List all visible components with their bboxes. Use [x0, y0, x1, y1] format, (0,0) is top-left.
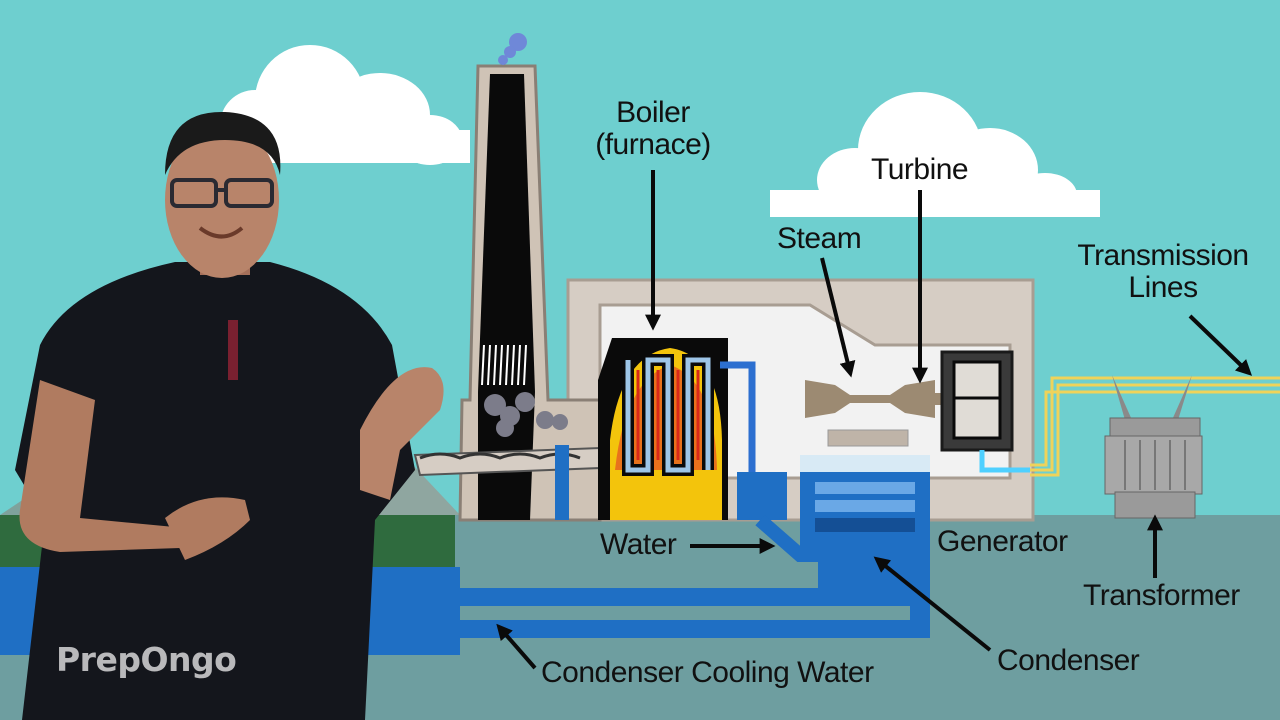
transformer-label: Transformer — [1083, 579, 1240, 612]
chimney-smoke — [498, 33, 527, 65]
generator-label: Generator — [937, 525, 1068, 558]
turbine — [805, 380, 946, 418]
transmission-lines-label: Transmission Lines — [1075, 240, 1251, 304]
turbine-housing — [827, 429, 909, 447]
arrow-steam — [820, 257, 856, 378]
boiler-label-line1: Boiler — [616, 96, 690, 129]
boiler-label-line2: (furnace) — [595, 128, 711, 161]
condenser-label: Condenser — [997, 644, 1140, 677]
condenser-tube — [815, 518, 915, 532]
transmission-lines — [1030, 376, 1280, 477]
condenser-cooling-water-label: Condenser Cooling Water — [541, 656, 874, 689]
generator-output — [979, 450, 1030, 473]
arrow-transmission — [1188, 314, 1253, 376]
ash-lines — [481, 344, 527, 386]
condenser-tube — [815, 500, 915, 512]
condenser-tube — [815, 482, 915, 494]
steam-label: Steam — [777, 222, 862, 255]
smoke-puffs — [484, 392, 568, 437]
presenter — [15, 111, 444, 720]
boiler-tubes-inner — [625, 357, 711, 473]
boiler-label: Boiler (furnace) — [590, 97, 716, 161]
boiler-red-lines — [636, 370, 700, 460]
generator-core — [952, 360, 1002, 440]
label-arrows — [496, 170, 1253, 670]
cloud-right — [770, 92, 1100, 217]
arrow-cooling-water — [496, 623, 537, 670]
arrow-condenser — [873, 556, 992, 652]
water-label: Water — [600, 528, 677, 561]
condenser-steam — [800, 455, 930, 475]
water-tank — [737, 472, 787, 520]
coal-feed-pipe — [555, 445, 569, 520]
coal-pile — [419, 452, 581, 460]
transformer — [1104, 375, 1203, 519]
turbine-label: Turbine — [871, 153, 969, 186]
watermark-logo: PrepOngo — [56, 640, 237, 679]
transmission-label-line2: Lines — [1128, 271, 1198, 304]
transmission-label-line1: Transmission — [1077, 239, 1249, 272]
steam-pipe — [720, 361, 756, 480]
